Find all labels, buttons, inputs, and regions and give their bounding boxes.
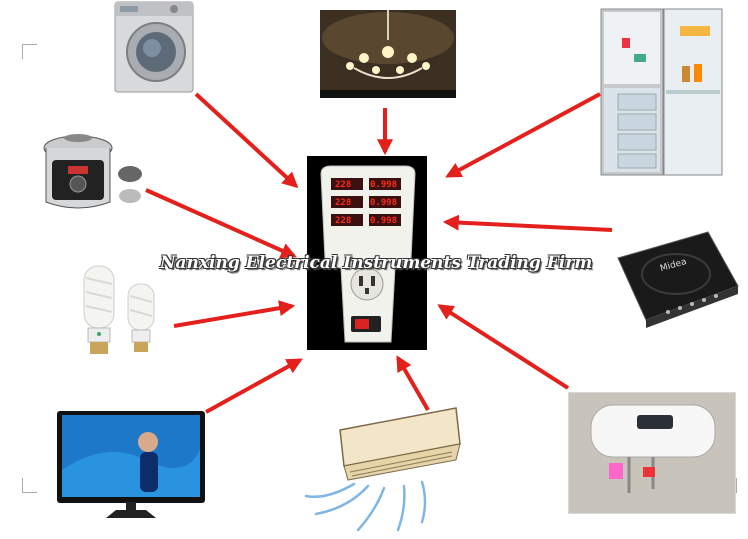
- led-readout-2: 0.998: [370, 180, 397, 190]
- power-meter-device: 228 0.998 228 0.998 228 0.998: [307, 156, 427, 350]
- watermark-text: Nanxing Electrical Instruments Trading F…: [160, 253, 593, 273]
- arrow-from-induction-cooker: [442, 214, 613, 232]
- arrow-from-refrigerator: [445, 92, 601, 178]
- pressure-cooker-image: [38, 126, 144, 216]
- arrow-from-television: [205, 358, 303, 414]
- washing-machine-image: [112, 0, 196, 94]
- arrow-from-washing-machine: [194, 92, 299, 189]
- arrow-from-water-heater: [437, 304, 570, 390]
- water-heater-image: [568, 392, 736, 514]
- led-readout-4: 0.998: [370, 198, 397, 208]
- television-image: [56, 410, 206, 520]
- refrigerator-image: [600, 8, 724, 178]
- led-readout-1: 228: [335, 180, 351, 190]
- crop-mark-top-left: [22, 44, 37, 59]
- air-conditioner-image: [296, 404, 466, 534]
- induction-cooker-image: Midea: [612, 228, 742, 338]
- crop-mark-bottom-left: [22, 478, 37, 493]
- energy-saving-bulbs-image: [76, 262, 166, 364]
- chandelier-image: [320, 10, 456, 98]
- led-readout-3: 228: [335, 198, 351, 208]
- led-readout-6: 0.998: [370, 216, 397, 226]
- arrow-from-air-conditioner: [396, 355, 430, 411]
- arrow-from-bulbs: [173, 300, 296, 328]
- led-readout-5: 228: [335, 216, 351, 226]
- arrow-from-pressure-cooker: [145, 188, 297, 259]
